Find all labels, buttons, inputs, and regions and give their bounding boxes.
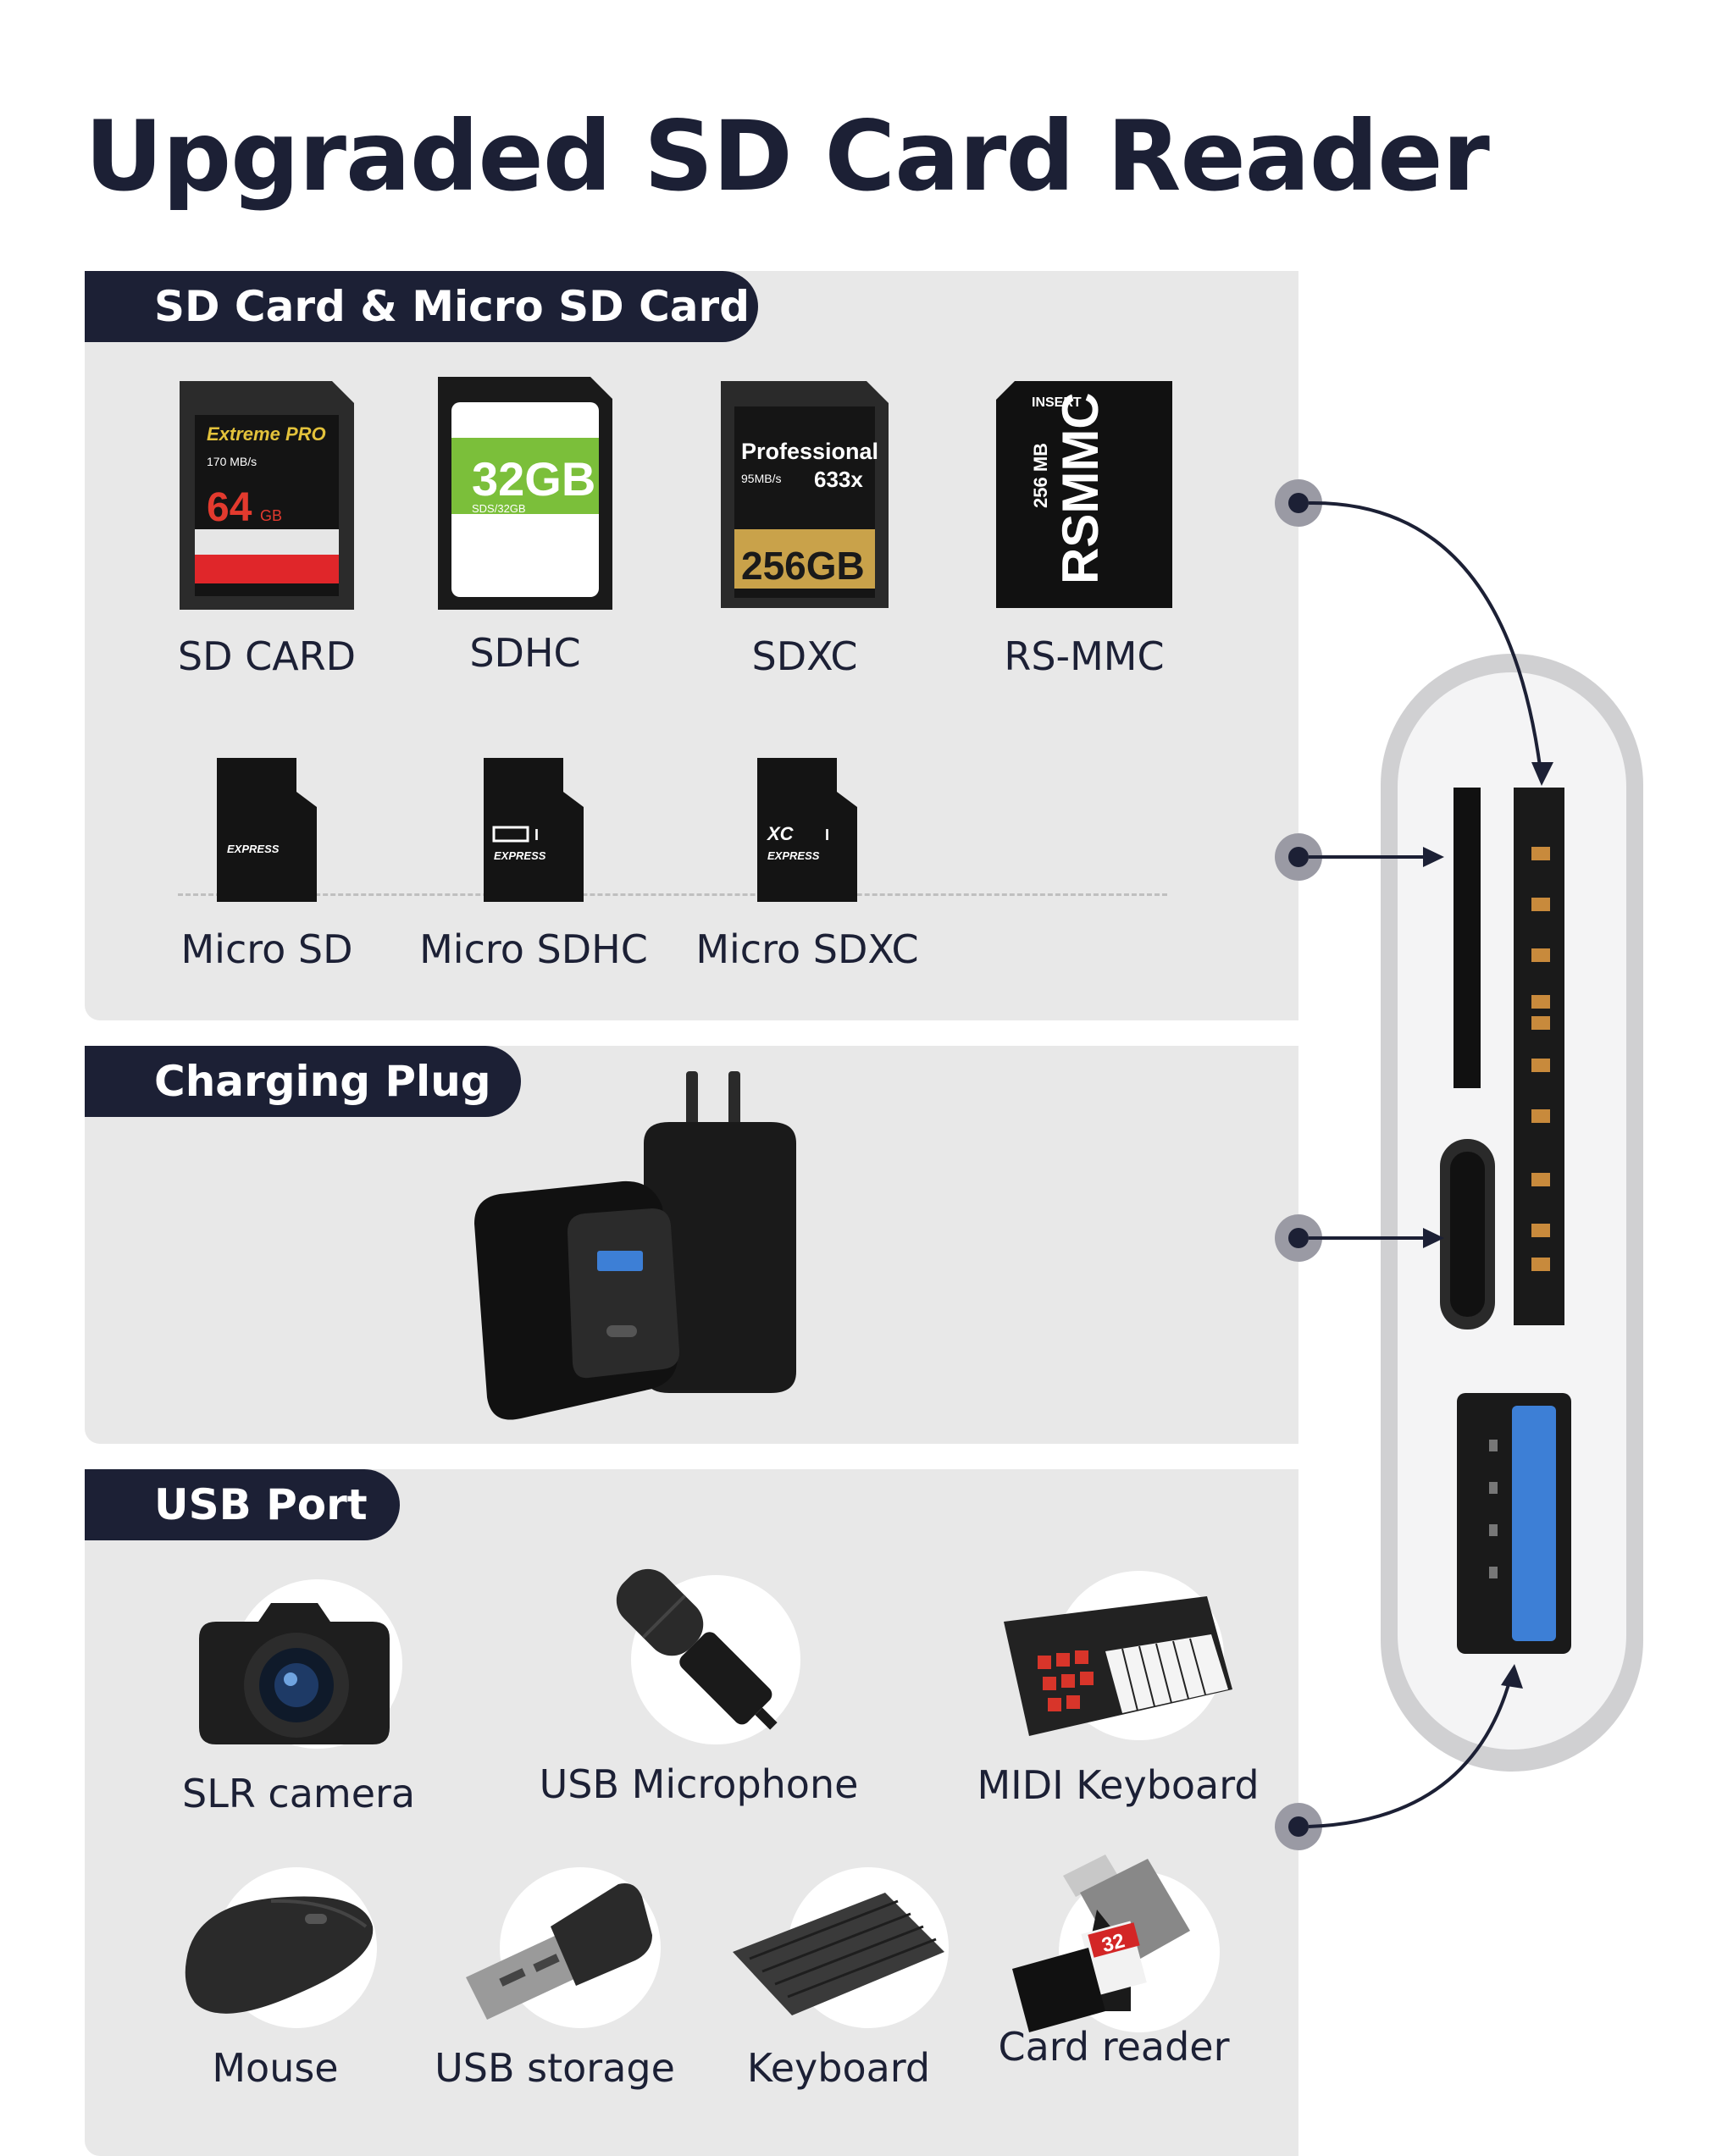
sdhc-sub: SDS/32GB <box>472 502 526 515</box>
keyboard-icon <box>733 1867 949 2028</box>
sd-card-capacity: 64 <box>207 485 252 530</box>
usb-storage-label: USB storage <box>435 2045 675 2091</box>
card-reader-label: Card reader <box>998 2024 1230 2070</box>
sd-card-speed: 170 MB/s <box>207 455 257 468</box>
sdxc-item: Professional 95MB/s 633x 256GB SDXC <box>716 381 894 679</box>
rs-mmc-insert: INSERT <box>1032 395 1082 410</box>
usb-microphone-item: USB Microphone <box>538 1550 860 1807</box>
sd-card-panel: SD Card & Micro SD Card Extreme PRO 170 … <box>85 271 1298 1020</box>
sdhc-capacity: 32GB <box>472 452 595 506</box>
midi-keyboard-item: MIDI Keyboard <box>974 1571 1262 1808</box>
charging-panel: Charging Plug <box>85 1046 1298 1444</box>
svg-text:XC: XC <box>766 823 795 844</box>
usb-microphone-label: USB Microphone <box>539 1761 859 1807</box>
keyboard-label: Keyboard <box>746 2045 931 2091</box>
card-reader-item: 32 Card reader <box>974 1842 1254 2070</box>
slr-camera-item: SLR camera <box>182 1579 416 1816</box>
card-reader-icon: 32 <box>1012 1855 1220 2032</box>
sdxc-brand: Professional <box>741 439 878 464</box>
divider <box>178 893 1167 896</box>
sd-card-item: Extreme PRO 170 MB/s 64 GB SD CARD <box>161 381 373 679</box>
sd-card-label: SD CARD <box>177 633 357 679</box>
micro-sdhc-text: EXPRESS <box>494 849 546 862</box>
rs-mmc-card-icon: INSERT RSMMC 256 MB <box>996 381 1172 608</box>
rs-mmc-capacity: 256 MB <box>1030 443 1051 508</box>
slr-camera-label: SLR camera <box>182 1771 416 1816</box>
rs-mmc-item: INSERT RSMMC 256 MB RS-MMC <box>983 381 1186 679</box>
callout-sd-card <box>1275 479 1553 786</box>
svg-text:I: I <box>534 826 539 843</box>
mouse-item: Mouse <box>161 1867 390 2091</box>
micro-sd-card-icon: EXPRESS <box>217 758 317 902</box>
micro-sd-item: EXPRESS Micro SD <box>169 758 364 972</box>
micro-sdxc-card-icon: XC I EXPRESS <box>757 758 857 902</box>
usb-storage-icon <box>466 1867 661 2028</box>
card-reader-device <box>1275 479 1643 1850</box>
callout-micro-sd <box>1275 833 1444 881</box>
sdhc-item: 32GB SDS/32GB SDHC <box>436 377 614 676</box>
micro-sd-text: EXPRESS <box>227 843 280 855</box>
sdxc-label: SDXC <box>751 633 858 679</box>
charging-plug-icon <box>474 1071 796 1420</box>
micro-sdhc-item: I EXPRESS Micro SDHC <box>419 758 648 972</box>
sdxc-speed: 95MB/s <box>741 472 781 485</box>
camera-icon <box>199 1579 402 1749</box>
charging-tag: Charging Plug <box>85 1046 521 1117</box>
page-title: Upgraded SD Card Reader <box>85 100 1490 213</box>
sdxc-rating: 633x <box>814 467 863 492</box>
midi-keyboard-icon <box>1004 1571 1232 1740</box>
rs-mmc-brand: RSMMC <box>1052 392 1109 584</box>
svg-text:I: I <box>825 826 829 843</box>
sd-card-brand: Extreme PRO <box>207 423 326 445</box>
sd-card-tag: SD Card & Micro SD Card <box>85 271 758 342</box>
mouse-icon <box>185 1867 377 2028</box>
usb-panel: USB Port SLR camera USB Microphone <box>85 1469 1298 2156</box>
sdhc-label: SDHC <box>469 630 581 676</box>
mouse-label: Mouse <box>212 2045 339 2091</box>
rs-mmc-label: RS-MMC <box>1004 633 1165 679</box>
sdhc-card-icon: 32GB SDS/32GB <box>438 377 612 610</box>
usb-storage-item: USB storage <box>419 1867 690 2091</box>
callout-usb-port <box>1275 1664 1523 1850</box>
micro-sdhc-label: Micro SDHC <box>419 926 648 972</box>
sdxc-card-icon: Professional 95MB/s 633x 256GB <box>721 381 889 608</box>
usb-tag: USB Port <box>85 1469 400 1540</box>
keyboard-item: Keyboard <box>712 1867 966 2091</box>
micro-sdxc-text: EXPRESS <box>767 849 820 862</box>
micro-sdhc-card-icon: I EXPRESS <box>484 758 584 902</box>
midi-keyboard-label: MIDI Keyboard <box>977 1762 1260 1808</box>
svg-text:GB: GB <box>260 507 282 524</box>
callout-charging-port <box>1275 1214 1444 1262</box>
microphone-icon <box>616 1568 800 1744</box>
sd-card-icon: Extreme PRO 170 MB/s 64 GB <box>180 381 354 610</box>
micro-sdxc-label: Micro SDXC <box>695 926 919 972</box>
micro-sd-label: Micro SD <box>180 926 353 972</box>
micro-sdxc-item: XC I EXPRESS Micro SDXC <box>693 758 922 972</box>
sdxc-capacity: 256GB <box>741 544 865 588</box>
